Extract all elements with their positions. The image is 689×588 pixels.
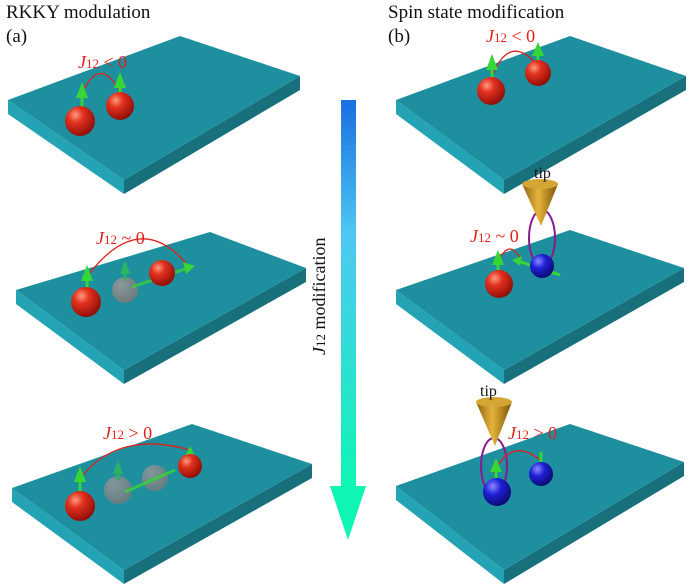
panel-b-row1 (477, 42, 551, 105)
coupling-label-b1: J12 < 0 (486, 26, 535, 46)
tip-label: tip (480, 383, 497, 400)
coupling-label-b3: J12 > 0 (508, 423, 557, 443)
panel-b-row3 (476, 397, 553, 506)
coupling-label-a2: J12 ~ 0 (96, 228, 145, 248)
substrate-slab (396, 424, 684, 584)
red-atom (106, 72, 134, 120)
blue-atom (483, 458, 511, 506)
blue-atom (529, 452, 553, 486)
stm-tip (476, 402, 512, 446)
modification-arrow-label: J12 modification (309, 238, 329, 355)
coupling-label-b2: J12 ~ 0 (470, 226, 519, 246)
red-atom (178, 446, 202, 478)
substrate-slab (8, 36, 300, 194)
red-atom (477, 54, 505, 105)
coupling-arc (81, 443, 191, 477)
ghost-atom (104, 460, 132, 504)
panel-b-row2 (485, 179, 561, 298)
red-atom (485, 250, 513, 298)
modification-arrow (330, 100, 366, 540)
panel-a-title: RKKY modulation (6, 2, 151, 23)
coupling-label-a1: J12 < 0 (78, 52, 127, 72)
coupling-label-a3: J12 > 0 (103, 423, 152, 443)
panel-b-title: Spin state modification (388, 2, 565, 23)
blue-atom (530, 254, 554, 278)
panel-a-row3 (65, 443, 202, 521)
substrate-slab (12, 424, 312, 584)
panel-b-label: (b) (388, 26, 411, 47)
substrate-slab (396, 230, 684, 384)
panel-a-row1 (65, 72, 134, 136)
substrate-slab (16, 232, 306, 384)
panel-a-label: (a) (6, 26, 28, 47)
stm-tip (522, 184, 558, 226)
red-atom (149, 260, 175, 286)
red-atom (71, 265, 101, 317)
red-atom (65, 82, 95, 136)
substrate-slab (396, 36, 686, 194)
ghost-atom (112, 260, 138, 303)
tip-label: tip (534, 165, 551, 182)
panel-a-row2 (71, 238, 195, 317)
substrate-slabs (8, 36, 686, 584)
coupling-arc (85, 238, 191, 279)
red-atom (525, 42, 551, 86)
red-atom (65, 466, 95, 521)
